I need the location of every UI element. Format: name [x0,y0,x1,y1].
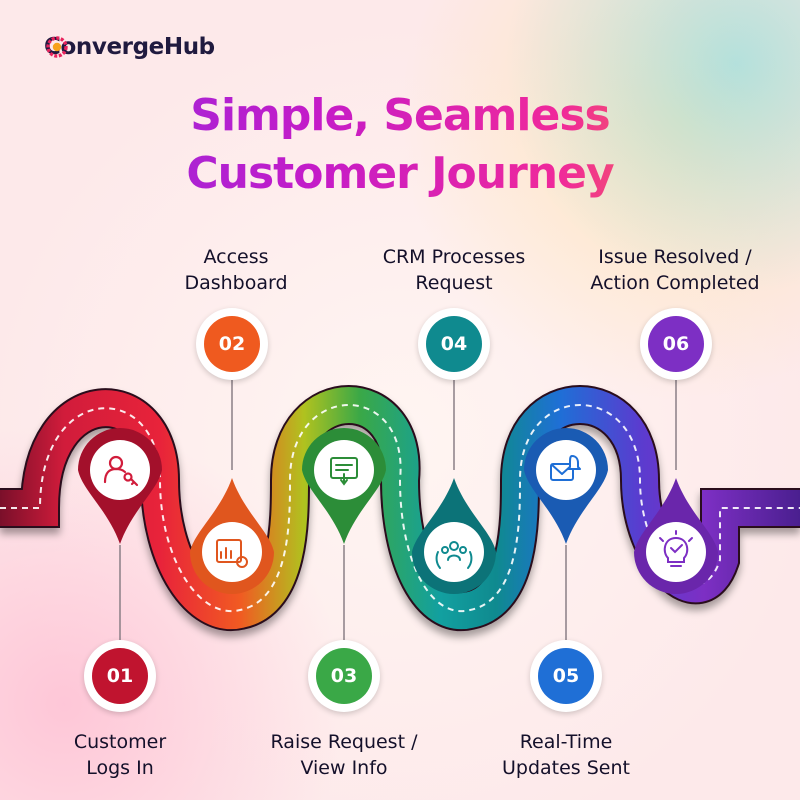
pin-03[interactable] [302,428,386,544]
step-label-03: Raise Request /View Info [270,731,418,779]
request-form-icon [330,457,358,486]
brand-logo[interactable]: ConvergeHub [44,30,215,64]
dashboard-chart-icon [216,539,248,568]
pin-06[interactable] [634,478,718,594]
pin-02[interactable] [190,478,274,594]
title-line-1: Simple, Seamless [0,90,800,142]
step-number-badge[interactable]: 05 [530,640,602,712]
step-number-03: 03 [316,648,372,704]
step-number-badge[interactable]: 02 [196,308,268,380]
step-number-badge[interactable]: 06 [640,308,712,380]
user-key-icon [103,455,139,487]
step-label-06: Issue Resolved /Action Completed [590,246,760,294]
team-process-icon [435,541,473,569]
step-number-badge[interactable]: 04 [418,308,490,380]
step-number-02: 02 [204,316,260,372]
step-number-badge[interactable]: 03 [308,640,380,712]
title-line-2: Customer Journey [0,148,800,200]
pin-05[interactable] [524,428,608,544]
step-number-04: 04 [426,316,482,372]
lightbulb-check-icon [659,530,693,567]
step-number-06: 06 [648,316,704,372]
step-number-05: 05 [538,648,594,704]
step-number-badge[interactable]: 01 [84,640,156,712]
pin-01[interactable] [78,428,162,544]
mail-bell-icon [550,455,581,481]
step-number-01: 01 [92,648,148,704]
pin-04[interactable] [412,478,496,594]
brand-name: ConvergeHub [44,34,215,60]
gear-ring-logo-icon [46,36,68,58]
